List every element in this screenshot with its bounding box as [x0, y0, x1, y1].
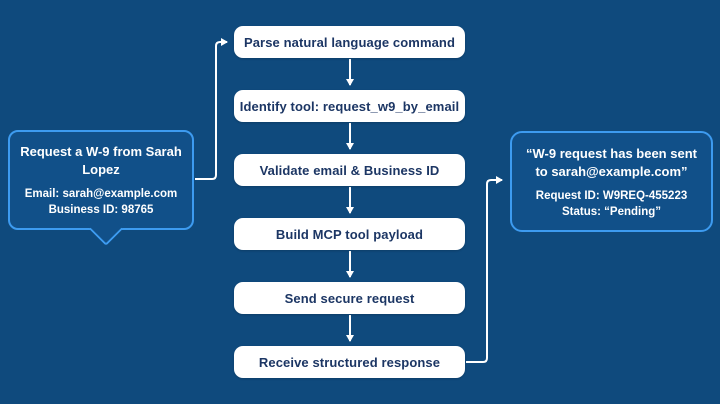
step-send-request: Send secure request — [234, 282, 465, 314]
user-request-email: Email: sarah@example.com — [24, 188, 178, 201]
step-label: Parse natural language command — [243, 34, 456, 50]
step-label: Identify tool: request_w9_by_email — [239, 98, 460, 114]
step-label: Validate email & Business ID — [259, 162, 440, 178]
step-validate-email: Validate email & Business ID — [234, 154, 465, 186]
response-title: “W-9 request has been sent to sarah@exam… — [526, 146, 697, 179]
arrow-step6-to-output — [466, 176, 503, 363]
user-request-title: Request a W-9 from Sarah Lopez — [20, 144, 182, 177]
step-label: Send secure request — [284, 290, 415, 306]
step-label: Build MCP tool payload — [275, 226, 424, 242]
user-request-business-id: Business ID: 98765 — [48, 204, 154, 217]
step-label: Receive structured response — [258, 354, 441, 370]
response-request-id: Request ID: W9REQ-455223 — [535, 190, 688, 203]
user-request-bubble: Request a W-9 from Sarah Lopez Email: sa… — [8, 130, 194, 247]
step-parse-command: Parse natural language command — [234, 26, 465, 58]
response-box: “W-9 request has been sent to sarah@exam… — [510, 131, 713, 233]
arrow-input-to-step1 — [195, 38, 228, 180]
response-status: Status: “Pending” — [561, 206, 662, 219]
step-build-payload: Build MCP tool payload — [234, 218, 465, 250]
step-receive-response: Receive structured response — [234, 346, 465, 378]
step-identify-tool: Identify tool: request_w9_by_email — [234, 90, 465, 122]
